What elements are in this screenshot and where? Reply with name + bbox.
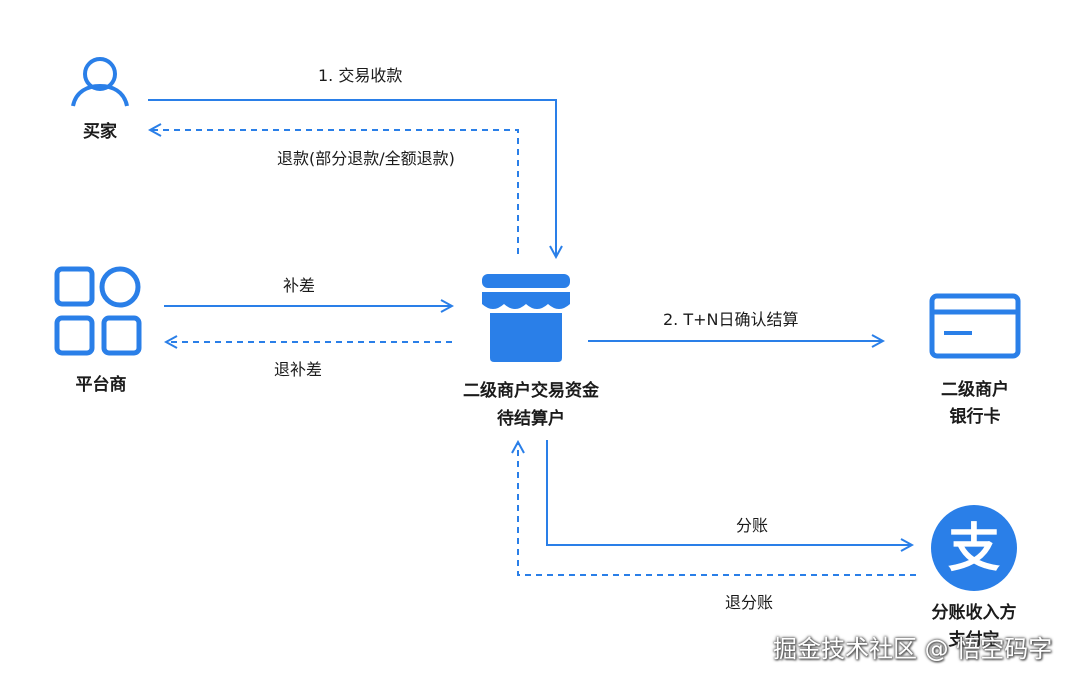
edge-label-settle: 2. T+N日确认结算 [663, 310, 799, 329]
edge-split [546, 440, 912, 545]
edge-collect [148, 99, 556, 257]
edge-label-refund-subsidy: 退补差 [274, 360, 323, 379]
edge-refund [150, 130, 519, 254]
bank-label-line2: 银行卡 [949, 407, 1001, 427]
escrow-label-line2: 待结算户 [497, 409, 565, 429]
edge-refund-split [518, 442, 916, 576]
edge-label-refund: 退款(部分退款/全额退款) [277, 149, 455, 168]
edge-label-refund-split: 退分账 [725, 593, 774, 612]
grid-apps-icon [54, 266, 142, 356]
edge-label-split: 分账 [736, 516, 769, 535]
user-icon [71, 57, 129, 107]
alipay-icon: 支 [931, 505, 1017, 591]
bank-card-icon [929, 293, 1021, 359]
svg-text:支: 支 [948, 519, 1000, 579]
bank-label-line1: 二级商户 [941, 380, 1009, 400]
escrow-label-line1: 二级商户交易资金 [463, 381, 599, 401]
buyer-label: 买家 [83, 122, 117, 142]
edge-label-subsidy: 补差 [283, 276, 316, 295]
watermark: 掘金技术社区 @ 悟空码字 [773, 635, 1053, 663]
alipay-label-line1: 分账收入方 [931, 603, 1017, 623]
alipay-label-line2: 支付宝 [948, 630, 1000, 650]
store-icon [482, 274, 570, 362]
platform-label: 平台商 [75, 375, 127, 395]
edge-label-collect: 1. 交易收款 [318, 66, 403, 85]
